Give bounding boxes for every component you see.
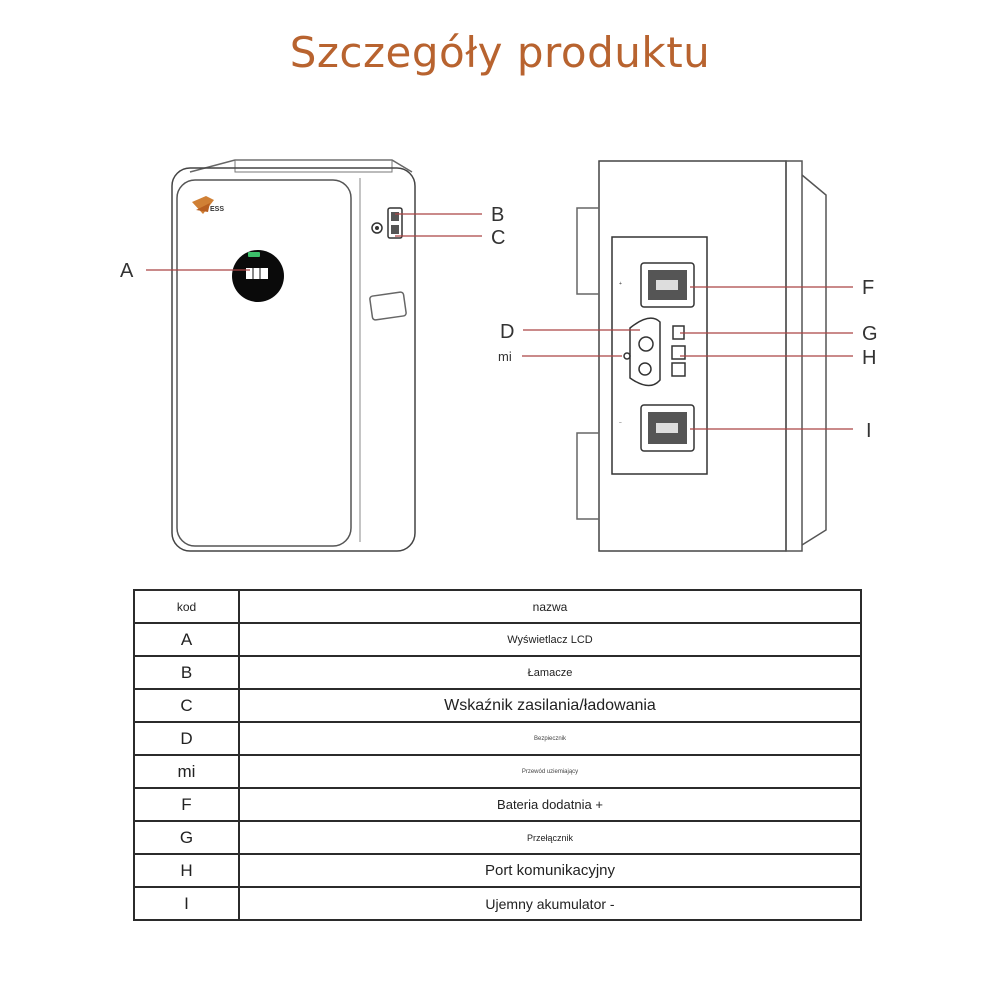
brand-logo-icon: ESS xyxy=(192,196,224,214)
row-nazwa: Port komunikacyjny xyxy=(238,853,862,888)
lcd-display xyxy=(232,250,284,302)
row-kod: H xyxy=(133,853,240,888)
callout-f: F xyxy=(862,277,874,299)
table-row: C Wskaźnik zasilania/ładowania xyxy=(133,688,862,723)
row-nazwa: Przewód uziemiający xyxy=(238,754,862,789)
callout-a: A xyxy=(120,260,134,282)
row-nazwa: Wskaźnik zasilania/ładowania xyxy=(238,688,862,723)
row-kod: C xyxy=(133,688,240,723)
callout-d: D xyxy=(500,321,514,343)
product-diagram: ESS A B C xyxy=(120,159,878,552)
callout-c: C xyxy=(491,227,505,249)
header-kod: kod xyxy=(133,589,240,624)
table-row: A Wyświetlacz LCD xyxy=(133,622,862,657)
label-minus: − xyxy=(619,420,622,426)
row-nazwa: Łamacze xyxy=(238,655,862,690)
table-row: mi Przewód uziemiający xyxy=(133,754,862,789)
callout-b: B xyxy=(491,204,504,226)
row-nazwa: Wyświetlacz LCD xyxy=(238,622,862,657)
page-title: Szczegóły produktu xyxy=(289,28,711,77)
row-kod: D xyxy=(133,721,240,756)
table-row: H Port komunikacyjny xyxy=(133,853,862,888)
row-kod: mi xyxy=(133,754,240,789)
table-row: I Ujemny akumulator - xyxy=(133,886,862,921)
front-view xyxy=(171,159,416,552)
callout-mi: mi xyxy=(498,349,512,364)
row-kod: I xyxy=(133,886,240,921)
callout-h: H xyxy=(862,347,876,369)
callout-i: I xyxy=(866,420,872,442)
callout-g: G xyxy=(862,323,878,345)
table-header-row: kod nazwa xyxy=(133,589,862,624)
table-row: F Bateria dodatnia + xyxy=(133,787,862,822)
row-kod: B xyxy=(133,655,240,690)
row-kod: F xyxy=(133,787,240,822)
table-row: D Bezpiecznik xyxy=(133,721,862,756)
parts-table: kod nazwa A Wyświetlacz LCD B Łamacze C … xyxy=(133,589,862,921)
table-row: B Łamacze xyxy=(133,655,862,690)
row-kod: A xyxy=(133,622,240,657)
logo-text: ESS xyxy=(210,206,224,213)
header-nazwa: nazwa xyxy=(238,589,862,624)
table-row: G Przełącznik xyxy=(133,820,862,855)
row-kod: G xyxy=(133,820,240,855)
row-nazwa: Ujemny akumulator - xyxy=(238,886,862,921)
row-nazwa: Bezpiecznik xyxy=(238,721,862,756)
label-plus: + xyxy=(619,281,622,287)
row-nazwa: Przełącznik xyxy=(238,820,862,855)
row-nazwa: Bateria dodatnia + xyxy=(238,787,862,822)
